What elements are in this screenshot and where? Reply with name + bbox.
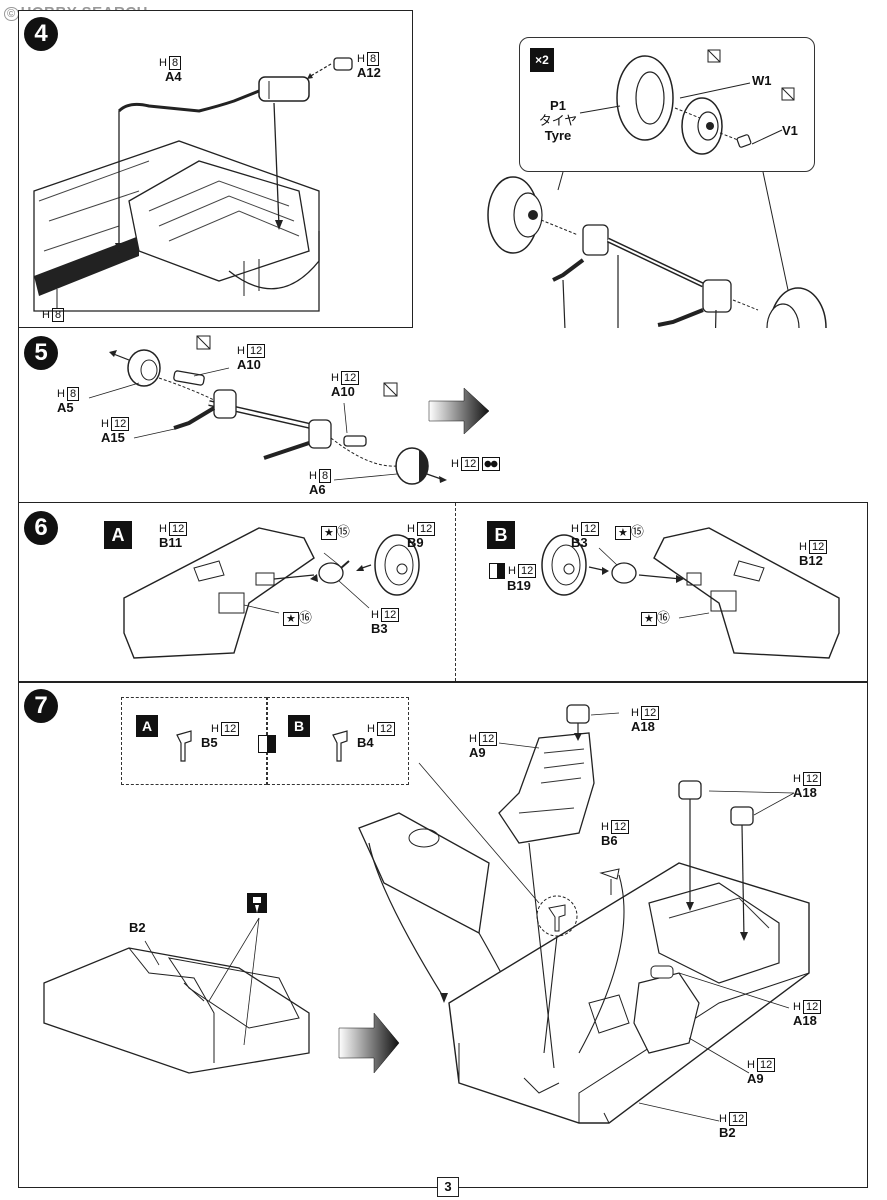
p1-label: P1: [550, 98, 566, 113]
swap-icon: [258, 735, 276, 753]
tyre-en-label: Tyre: [544, 128, 572, 143]
decal-16-a: ★⑯: [281, 611, 312, 626]
swap-icon: [489, 563, 505, 579]
page-number: 3: [437, 1177, 459, 1197]
label-b2-left: B2: [129, 920, 146, 935]
glue-icon: [781, 87, 795, 101]
step5-illustration: [88, 335, 447, 485]
copyright-mark: ©: [4, 7, 19, 21]
v1-label: V1: [782, 123, 798, 138]
decal-star-icon: ★: [615, 526, 631, 540]
decal-star-icon: ★: [641, 612, 657, 626]
decal-15-a: ★⑮: [319, 525, 350, 540]
variant-b-tag: B: [487, 521, 515, 549]
paint-brush-icon: [247, 893, 267, 913]
decal-star-icon: ★: [283, 612, 299, 626]
quantity-x2-icon: ×2: [530, 48, 554, 72]
variant-a-tag: A: [104, 521, 132, 549]
tyre-callout: ×2 P1 タイヤ Tyre W1 V1: [519, 37, 815, 172]
glue-icon: [383, 382, 398, 397]
variant-a-tag-7: A: [136, 715, 158, 737]
step4-number: 4: [24, 17, 58, 51]
step4-illustration: [33, 57, 353, 312]
decal-15-b: ★⑮: [613, 525, 644, 540]
step7-number: 7: [24, 689, 58, 723]
dashboard-b-illustration: [541, 527, 840, 659]
dashboard-a-illustration: [123, 527, 420, 659]
w1-label: W1: [752, 73, 772, 88]
variant-b-tag-7: B: [288, 715, 310, 737]
tyre-jp-label: タイヤ: [538, 113, 578, 128]
decal-star-icon: ★: [321, 526, 337, 540]
glue-icon: [196, 335, 211, 350]
paint-dot-icon: [482, 456, 501, 471]
variant-divider: [455, 503, 456, 681]
step5-number: 5: [24, 336, 58, 370]
tyre-label: P1 タイヤ Tyre: [528, 98, 588, 143]
next-step-arrow-icon: [428, 387, 490, 435]
decal-16-b: ★⑯: [639, 611, 670, 626]
tyre-parts-illustration: [579, 49, 795, 155]
glue-icon: [707, 49, 721, 63]
step7-illustration: [43, 704, 810, 1124]
step6-number: 6: [24, 511, 58, 545]
